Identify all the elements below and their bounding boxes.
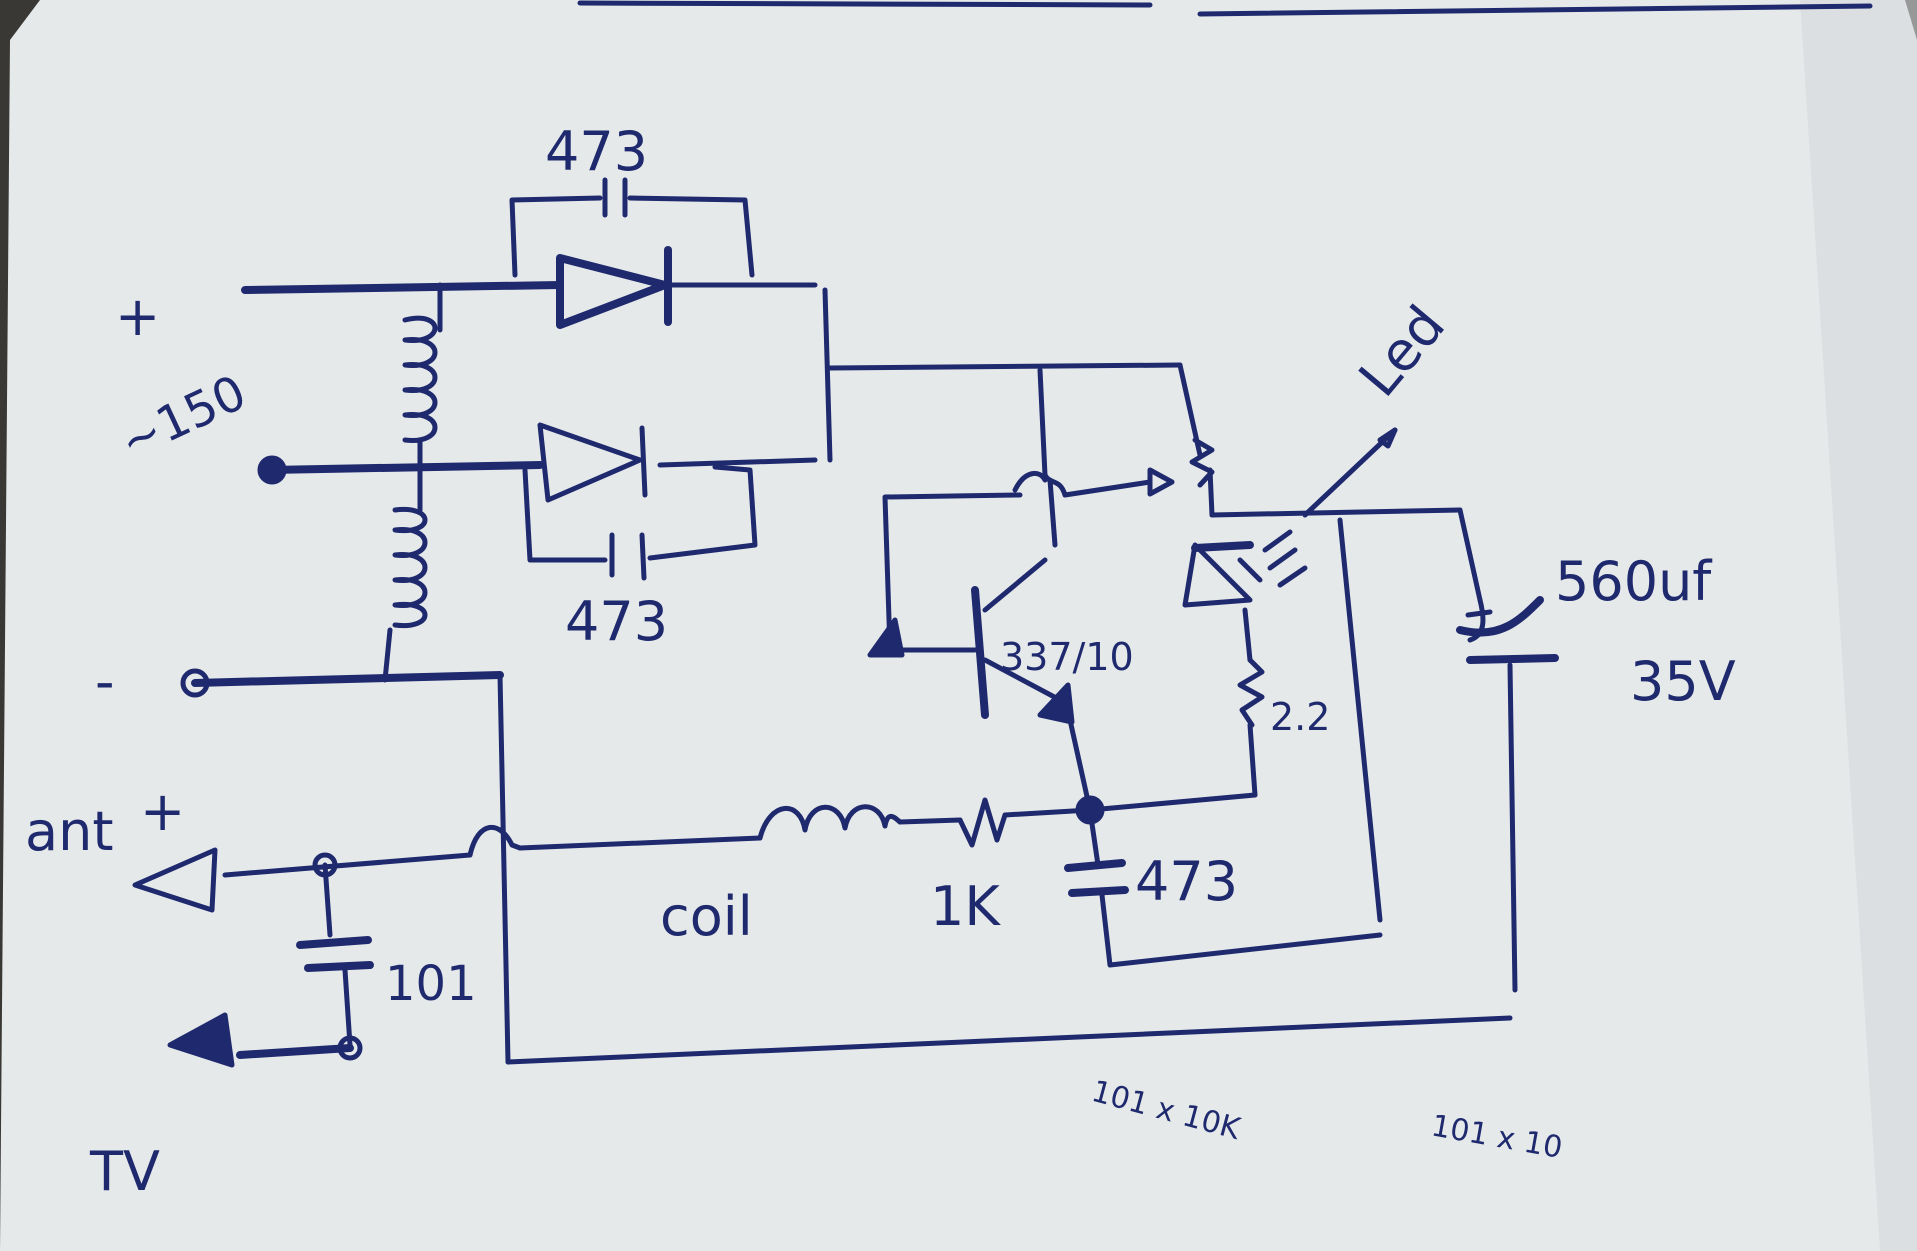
tv-connector: [167, 1012, 235, 1068]
resistor-top: [1189, 437, 1215, 488]
electrolytic-voltage-label: 35V: [1630, 650, 1736, 713]
cap-bottom-label: 473: [1135, 850, 1238, 913]
ant-junction: [312, 852, 338, 878]
emitter-junction: [1075, 795, 1105, 825]
diode-top: [556, 246, 672, 329]
electrolytic-capacitor: 560uf 35V: [1456, 550, 1736, 713]
cap-top-label: 473: [545, 120, 648, 183]
ac-terminal: [257, 455, 287, 485]
paper-tear-line-2: [577, 0, 1153, 8]
capacitor-mid: 473: [522, 464, 758, 653]
wires: [191, 281, 1518, 1065]
ant-label: ant: [25, 800, 114, 863]
tv-junction: [337, 1035, 363, 1061]
resistor-1k: 1K: [930, 797, 1008, 938]
capacitor-bottom: 473: [1064, 850, 1238, 913]
capacitor-top: 473: [509, 120, 755, 278]
series-coil: coil: [660, 804, 903, 948]
cap-mid-label: 473: [565, 590, 668, 653]
paper-shading: [1800, 0, 1917, 1251]
transformer-coil-upper: [402, 315, 438, 443]
transformer-coil-lower: [392, 506, 428, 629]
tv-label: TV: [89, 1140, 160, 1203]
electrolytic-value-label: 560uf: [1555, 550, 1713, 613]
minus-label: -: [95, 650, 115, 713]
paper-tear-line: [1197, 3, 1873, 17]
cap-ant-label: 101: [385, 956, 477, 1012]
resistor-1k-label: 1K: [930, 875, 1001, 938]
led: [1182, 427, 1398, 608]
plus-label: +: [115, 285, 160, 348]
coil-label: coil: [660, 885, 753, 948]
diode-mid: [537, 422, 648, 503]
transistor-label: 337/10: [1000, 635, 1134, 679]
antenna-connector: [132, 847, 218, 913]
capacitor-antenna: 101: [296, 936, 477, 1012]
resistor-led-label: 2.2: [1270, 695, 1330, 739]
resistor-led: 2.2: [1237, 657, 1330, 739]
minus-terminal: [180, 668, 210, 698]
ant-plus-label: +: [140, 780, 185, 843]
